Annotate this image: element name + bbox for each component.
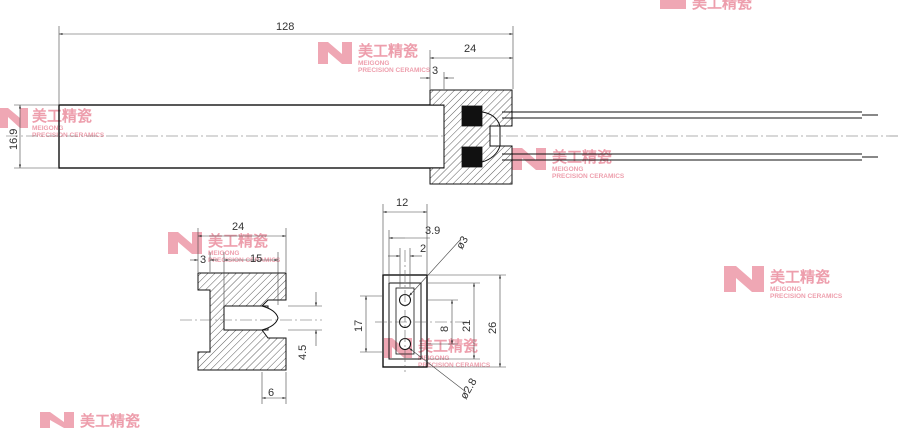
seal-block-bottom xyxy=(461,146,483,168)
slot-curve xyxy=(261,305,279,331)
watermark-1: 美工精瓷 MEIGONG PRECISION CERAMICS xyxy=(318,42,431,74)
dim-side-flange: 3 xyxy=(200,254,206,266)
end-view: 12 3.9 2 ø3 17 8 21 26 xyxy=(353,197,506,402)
ceramic-cap-section xyxy=(429,89,513,185)
side-section-view: 24 3 15 4.5 6 xyxy=(180,221,322,404)
dim-flange: 3 xyxy=(432,65,438,77)
dim-hole-bottom-diameter: ø2.8 xyxy=(458,376,479,401)
dim-side-slot: 4.5 xyxy=(297,345,309,360)
heater-rod-body xyxy=(58,104,463,169)
watermark-en-2: PRECISION CERAMICS xyxy=(770,293,843,300)
dim-end-26: 26 xyxy=(487,322,499,334)
watermark-5: 美工精瓷 MEIGONG PRECISION CERAMICS xyxy=(724,266,843,300)
watermark-3: 美工精瓷 MEIGONG PRECISION CERAMICS xyxy=(512,148,625,180)
brand-logo-icon xyxy=(512,148,546,170)
dim-side-bottom: 6 xyxy=(268,387,274,399)
watermark-en-2: PRECISION CERAMICS xyxy=(208,257,281,264)
watermark-en-1: MEIGONG xyxy=(770,286,801,293)
watermark-cn: 美工精瓷 xyxy=(358,42,418,60)
brand-logo-icon xyxy=(724,266,764,292)
watermark-en-2: PRECISION CERAMICS xyxy=(418,362,491,369)
inner-slot xyxy=(223,305,269,331)
watermark-en-1: MEIGONG xyxy=(358,60,389,67)
watermark-en-2: PRECISION CERAMICS xyxy=(32,132,105,139)
watermark-7: 美工精瓷 xyxy=(40,412,140,428)
watermark-cn: 美工精瓷 xyxy=(552,148,612,166)
seal-block-top xyxy=(461,105,483,127)
watermark-cn: 美工精瓷 xyxy=(32,107,92,125)
dim-side-width: 24 xyxy=(232,221,244,233)
watermark-cn: 美工精瓷 xyxy=(770,268,830,286)
watermark-cn: 美工精瓷 xyxy=(80,412,140,428)
dim-overall-length: 128 xyxy=(276,21,294,33)
dim-side-inner: 15 xyxy=(250,253,262,265)
watermark-4: 美工精瓷 MEIGONG PRECISION CERAMICS xyxy=(168,232,281,264)
dim-cap-length: 24 xyxy=(464,43,476,55)
watermark-en-2: PRECISION CERAMICS xyxy=(358,67,431,74)
brand-logo-icon xyxy=(660,0,686,9)
watermark-8: 美工精瓷 xyxy=(660,0,752,12)
brand-logo-icon xyxy=(0,108,28,128)
dim-hole-top-diameter: ø3 xyxy=(454,234,471,251)
dim-end-3-9: 3.9 xyxy=(425,225,440,237)
watermark-en-1: MEIGONG xyxy=(32,125,63,132)
dim-end-width: 12 xyxy=(396,197,408,209)
watermark-en-2: PRECISION CERAMICS xyxy=(552,173,625,180)
terminal-bend xyxy=(481,111,501,163)
dim-end-21: 21 xyxy=(461,320,473,332)
dim-end-8: 8 xyxy=(439,326,451,332)
watermark-en-1: MEIGONG xyxy=(552,166,583,173)
dim-end-2: 2 xyxy=(420,243,426,255)
brand-logo-icon xyxy=(168,232,202,254)
dim-body-diameter: 16.9 xyxy=(8,129,20,150)
watermark-cn: 美工精瓷 xyxy=(208,232,268,250)
watermark-cn: 美工精瓷 xyxy=(692,0,752,12)
brand-logo-icon xyxy=(318,42,352,64)
watermark-cn: 美工精瓷 xyxy=(418,337,478,355)
watermark-en-1: MEIGONG xyxy=(418,355,449,362)
brand-logo-icon xyxy=(40,412,74,428)
dim-end-17: 17 xyxy=(353,320,365,332)
top-view: 128 24 3 16.9 xyxy=(6,21,898,185)
